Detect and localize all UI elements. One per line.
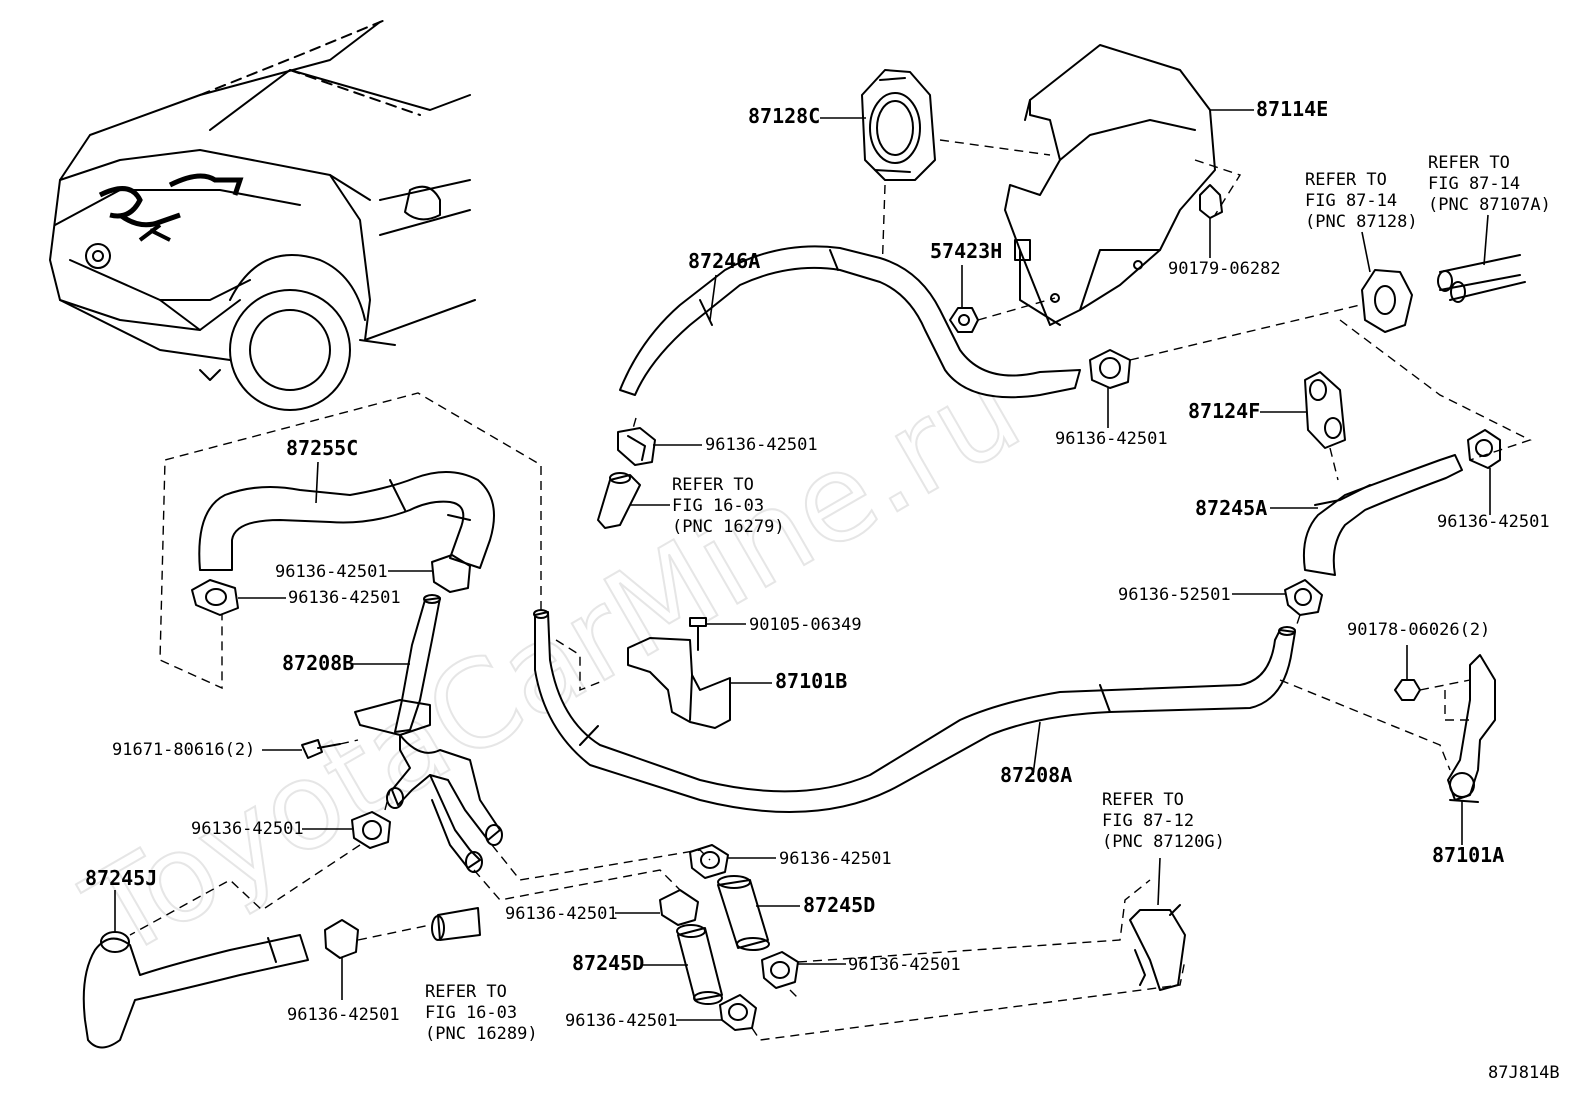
- label-96136-42501-j: 96136-42501: [287, 1005, 400, 1025]
- part-clamp-52501: [1284, 579, 1323, 616]
- part-clamp-b: [1089, 349, 1131, 389]
- part-clamp-f: [351, 811, 391, 849]
- label-87101A: 87101A: [1432, 843, 1504, 867]
- part-87208A: [533, 609, 1296, 813]
- label-87245D-b: 87245D: [572, 951, 644, 975]
- part-87128C: [861, 69, 936, 181]
- label-87245J: 87245J: [85, 866, 157, 890]
- part-pipe-87120G: [1129, 904, 1186, 991]
- label-96136-42501-h: 96136-42501: [505, 904, 618, 924]
- part-clamp-k: [719, 994, 757, 1031]
- part-pipe-16289: [431, 907, 481, 941]
- part-87114E: [1004, 44, 1216, 326]
- label-90179-06282: 90179-06282: [1168, 259, 1281, 279]
- part-pipe-16279: [597, 472, 641, 529]
- label-96136-42501-k: 96136-42501: [565, 1011, 678, 1031]
- label-87255C: 87255C: [286, 436, 358, 460]
- label-87128C: 87128C: [748, 104, 820, 128]
- label-96136-42501-g: 96136-42501: [779, 849, 892, 869]
- part-clamp-c: [1467, 429, 1501, 469]
- part-clamp-j: [324, 919, 359, 959]
- label-96136-52501: 96136-52501: [1118, 585, 1231, 605]
- part-91671-80616: [301, 739, 341, 759]
- part-grommet-87128: [1361, 269, 1413, 333]
- watermark: ToyotaCarMine.ru: [64, 341, 1042, 986]
- part-87246A: [619, 245, 1081, 399]
- part-90105-06349: [689, 617, 707, 651]
- label-96136-42501-c: 96136-42501: [1437, 512, 1550, 532]
- part-87245D-upper: [717, 875, 770, 951]
- label-87246A: 87246A: [688, 249, 760, 273]
- label-87208B: 87208B: [282, 651, 354, 675]
- part-clamp-e: [191, 579, 239, 616]
- part-87245A: [1302, 454, 1463, 576]
- part-57423H: [949, 307, 979, 333]
- part-labels: 87128C 87114E 87246A 57423H 90179-06282 96136…: [85, 97, 1550, 1031]
- label-87101B: 87101B: [775, 669, 847, 693]
- vehicle-illustration: [49, 19, 476, 411]
- label-87114E: 87114E: [1256, 97, 1328, 121]
- label-57423H: 57423H: [930, 239, 1002, 263]
- diagram-code: 87J814B: [1488, 1063, 1560, 1083]
- part-87255C: [198, 470, 495, 571]
- part-clamp-i: [761, 951, 799, 989]
- label-96136-42501-d: 96136-42501: [275, 562, 388, 582]
- label-87245D-a: 87245D: [803, 893, 875, 917]
- part-clamp-a: [617, 427, 656, 466]
- label-91671-80616: 91671-80616(2): [112, 740, 255, 760]
- part-clamp-g: [689, 844, 729, 879]
- part-87245D-lower: [676, 924, 723, 1005]
- part-90179-06282: [1199, 184, 1223, 219]
- part-87124F: [1304, 371, 1346, 449]
- label-87124F: 87124F: [1188, 399, 1260, 423]
- label-90178-06026: 90178-06026(2): [1347, 620, 1490, 640]
- part-clamp-h: [659, 889, 699, 926]
- part-90178-06026: [1394, 679, 1421, 701]
- label-96136-42501-f: 96136-42501: [191, 819, 304, 839]
- part-clamp-d: [431, 554, 471, 593]
- label-96136-42501-e: 96136-42501: [288, 588, 401, 608]
- label-87245A: 87245A: [1195, 496, 1267, 520]
- label-90105-06349: 90105-06349: [749, 615, 862, 635]
- part-87101B: [627, 637, 731, 729]
- label-96136-42501-b: 96136-42501: [1055, 429, 1168, 449]
- label-96136-42501-a: 96136-42501: [705, 435, 818, 455]
- part-87101A: [1447, 654, 1496, 803]
- part-pipe-87107A: [1437, 254, 1526, 303]
- label-87208A: 87208A: [1000, 763, 1072, 787]
- label-96136-42501-i: 96136-42501: [848, 955, 961, 975]
